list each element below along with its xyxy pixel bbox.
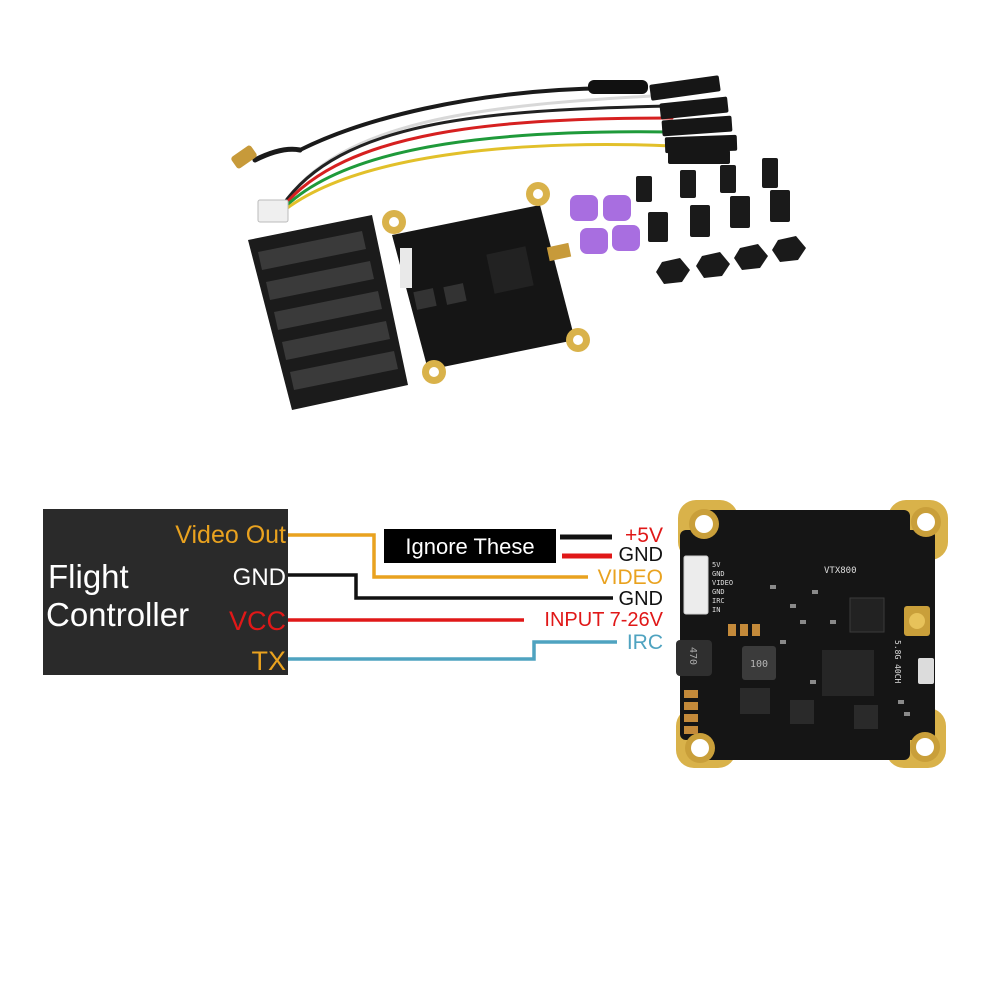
product-photo (231, 75, 806, 410)
vtx-pin-input: INPUT 7-26V (544, 609, 663, 631)
vtx-board: 5V GND VIDEO GND IRC IN VTX800 5.8G 40CH… (676, 500, 948, 768)
fc-pin-gnd: GND (233, 564, 286, 591)
vtx-pad-label-3: VIDEO (712, 579, 733, 587)
fc-pin-vcc: VCC (229, 606, 286, 636)
vtx-pin-gnd-top: GND (619, 544, 663, 566)
standoffs-and-nuts (636, 158, 806, 284)
vtx-copper-pads (684, 624, 760, 734)
inductor-470-label: 470 (687, 647, 698, 665)
vtx-pin-video: VIDEO (598, 566, 663, 589)
fc-title-line2: Controller (46, 596, 189, 633)
ufl-connector (231, 145, 257, 169)
chip-small-1 (790, 700, 814, 724)
purple-grommets (570, 195, 640, 254)
mounting-holes (685, 507, 941, 763)
wire-tx (288, 640, 617, 661)
ignore-label: Ignore These (405, 534, 534, 559)
vtx-pin-irc: IRC (627, 631, 663, 654)
vtx-pin-5v: +5V (625, 524, 663, 547)
vtx-model-label: VTX800 (824, 566, 857, 576)
rf-chip (822, 650, 874, 696)
fc-pin-video-out: Video Out (175, 521, 286, 549)
vtx-board-photo (382, 182, 590, 384)
vtx-pad-label-4: GND (712, 588, 725, 596)
dupont-connectors (649, 75, 738, 164)
vtx-pad-label-2: GND (712, 570, 725, 578)
wire-video (288, 533, 588, 579)
fc-title-line1: Flight (48, 558, 129, 595)
vtx-smd-parts (770, 585, 910, 716)
vtx-pad-label-5: IRC (712, 597, 725, 605)
vtx-pad-labels: 5V GND VIDEO GND IRC IN (712, 561, 733, 614)
inductor-100 (742, 646, 776, 680)
vtx-pad-label-6: IN (712, 606, 720, 614)
heatsink (248, 215, 408, 410)
fc-pin-tx: TX (251, 646, 286, 676)
vtx-band-label: 5.8G 40CH (893, 640, 902, 684)
vtx-jst-socket (683, 555, 709, 615)
vtx-pad-label-1: 5V (712, 561, 721, 569)
chip-small-2 (854, 705, 878, 729)
vtx-pin-gnd: GND (619, 588, 663, 610)
ignore-box: Ignore These (384, 529, 556, 563)
mcu-chip (740, 688, 770, 714)
vtx-button (918, 658, 934, 684)
shield-chip (849, 597, 885, 633)
inductor-470 (676, 640, 712, 676)
wire-gnd (288, 573, 613, 600)
cable-wires (252, 86, 674, 215)
flight-controller-box: Flight Controller Video Out GND VCC TX (43, 509, 288, 676)
vtx-pin-labels: +5V GND VIDEO GND INPUT 7-26V IRC (544, 524, 663, 654)
jst-connector (257, 199, 289, 223)
antenna-sleeve (588, 80, 648, 94)
wires (288, 533, 617, 661)
inductor-100-label: 100 (750, 659, 768, 670)
